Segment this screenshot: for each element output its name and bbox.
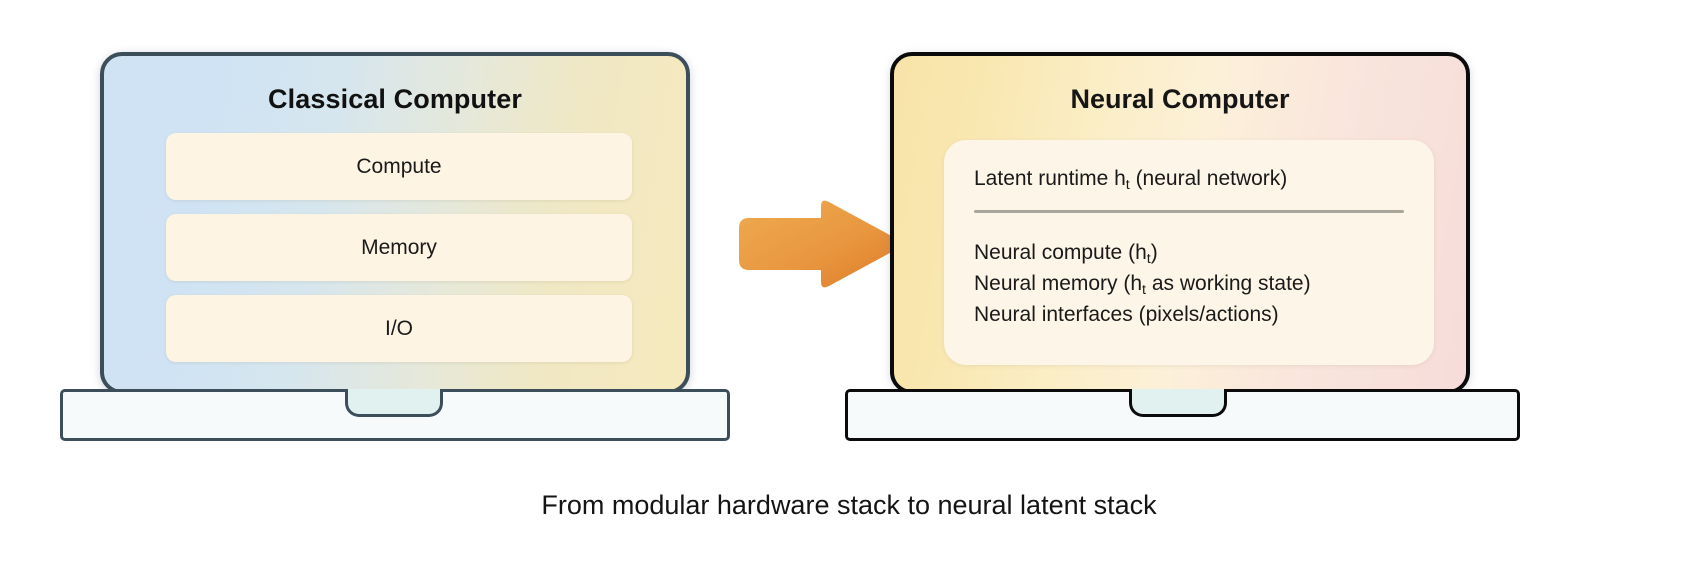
latent-runtime-subscript: t: [1125, 176, 1130, 193]
latent-runtime-line: Latent runtime ht (neural network): [974, 167, 1404, 193]
neural-compute-prefix: Neural compute (h: [974, 241, 1147, 265]
stack-item-io: I/O: [166, 295, 632, 362]
latent-runtime-prefix: Latent runtime h: [974, 167, 1126, 190]
latent-runtime-suffix: (neural network): [1129, 167, 1288, 190]
neural-memory-subscript: t: [1142, 281, 1147, 298]
classical-computer-title: Classical Computer: [268, 84, 522, 114]
arrow-shape: [739, 200, 902, 288]
neural-memory-line: Neural memory (ht as working state): [974, 269, 1404, 300]
neural-memory-prefix: Neural memory (h: [974, 272, 1143, 295]
panel-divider: [974, 210, 1404, 214]
classical-stack-list: Compute Memory I/O: [166, 133, 632, 376]
stack-item-compute: Compute: [166, 133, 632, 200]
neural-compute-suffix: ): [1150, 241, 1158, 265]
neural-latent-panel: Latent runtime ht (neural network) Neura…: [944, 140, 1434, 365]
neural-computer-title: Neural Computer: [1070, 84, 1290, 114]
classical-laptop-notch: [345, 389, 443, 417]
neural-compute-line: Neural compute (ht): [974, 238, 1404, 269]
diagram-caption: From modular hardware stack to neural la…: [541, 490, 1157, 520]
neural-memory-suffix: as working state): [1146, 272, 1311, 295]
right-arrow-icon: [733, 198, 905, 290]
neural-laptop-notch: [1129, 389, 1227, 417]
neural-interfaces-prefix: Neural interfaces (pixels/actions): [974, 302, 1279, 326]
neural-capability-list: Neural compute (ht) Neural memory (ht as…: [974, 238, 1404, 331]
classical-computer-screen: Classical Computer Compute Memory I/O: [100, 52, 690, 394]
stack-item-memory: Memory: [166, 214, 632, 281]
neural-computer-screen: Neural Computer Latent runtime ht (neura…: [890, 52, 1470, 394]
neural-interfaces-line: Neural interfaces (pixels/actions): [974, 300, 1404, 331]
neural-compute-subscript: t: [1146, 251, 1151, 268]
